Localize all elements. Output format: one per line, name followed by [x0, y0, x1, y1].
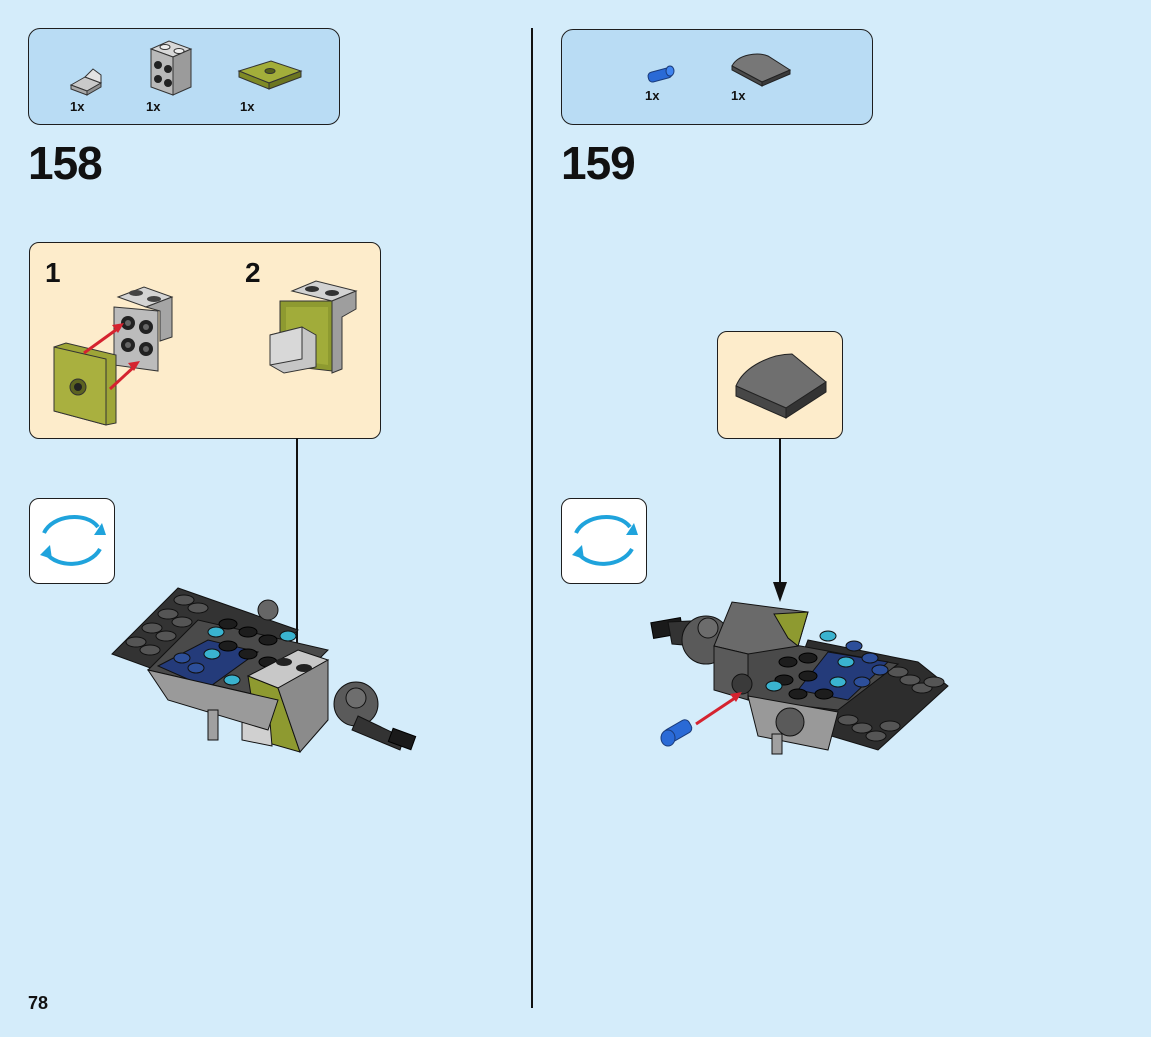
rotate-model-icon	[568, 509, 640, 571]
step-number: 159	[561, 140, 635, 186]
model-illustration-158	[108, 580, 418, 760]
page-number: 78	[28, 993, 48, 1014]
subassembly-box	[717, 331, 843, 439]
part-qty: 1x	[70, 99, 84, 114]
jumper-plate-olive-icon	[235, 57, 305, 95]
subassembly-box: 1 2	[29, 242, 381, 439]
part-qty: 1x	[645, 88, 659, 103]
substep-number: 2	[245, 259, 261, 287]
pin-blue-icon	[644, 64, 678, 86]
rotate-indicator-159	[561, 498, 647, 584]
curved-slope-dark-gray-icon	[728, 52, 794, 88]
part-qty: 1x	[146, 99, 160, 114]
step-number: 158	[28, 140, 102, 186]
parts-list-158: 1x 1x 1x	[28, 28, 340, 125]
substep-1-illustration	[50, 281, 200, 431]
rotate-model-icon	[36, 509, 108, 571]
rotate-indicator-158	[29, 498, 115, 584]
part-qty: 1x	[240, 99, 254, 114]
pin-blue-icon	[661, 718, 694, 746]
part-qty: 1x	[731, 88, 745, 103]
slope-brick-light-gray-icon	[67, 65, 107, 97]
callout-line-159	[773, 438, 787, 608]
step-divider	[531, 28, 533, 1008]
curved-slope-dark-gray-icon	[732, 346, 832, 426]
model-illustration-159	[648, 600, 954, 760]
bracket-light-gray-icon	[145, 39, 199, 99]
parts-list-159: 1x 1x	[561, 29, 873, 125]
substep-2-illustration	[266, 279, 366, 379]
